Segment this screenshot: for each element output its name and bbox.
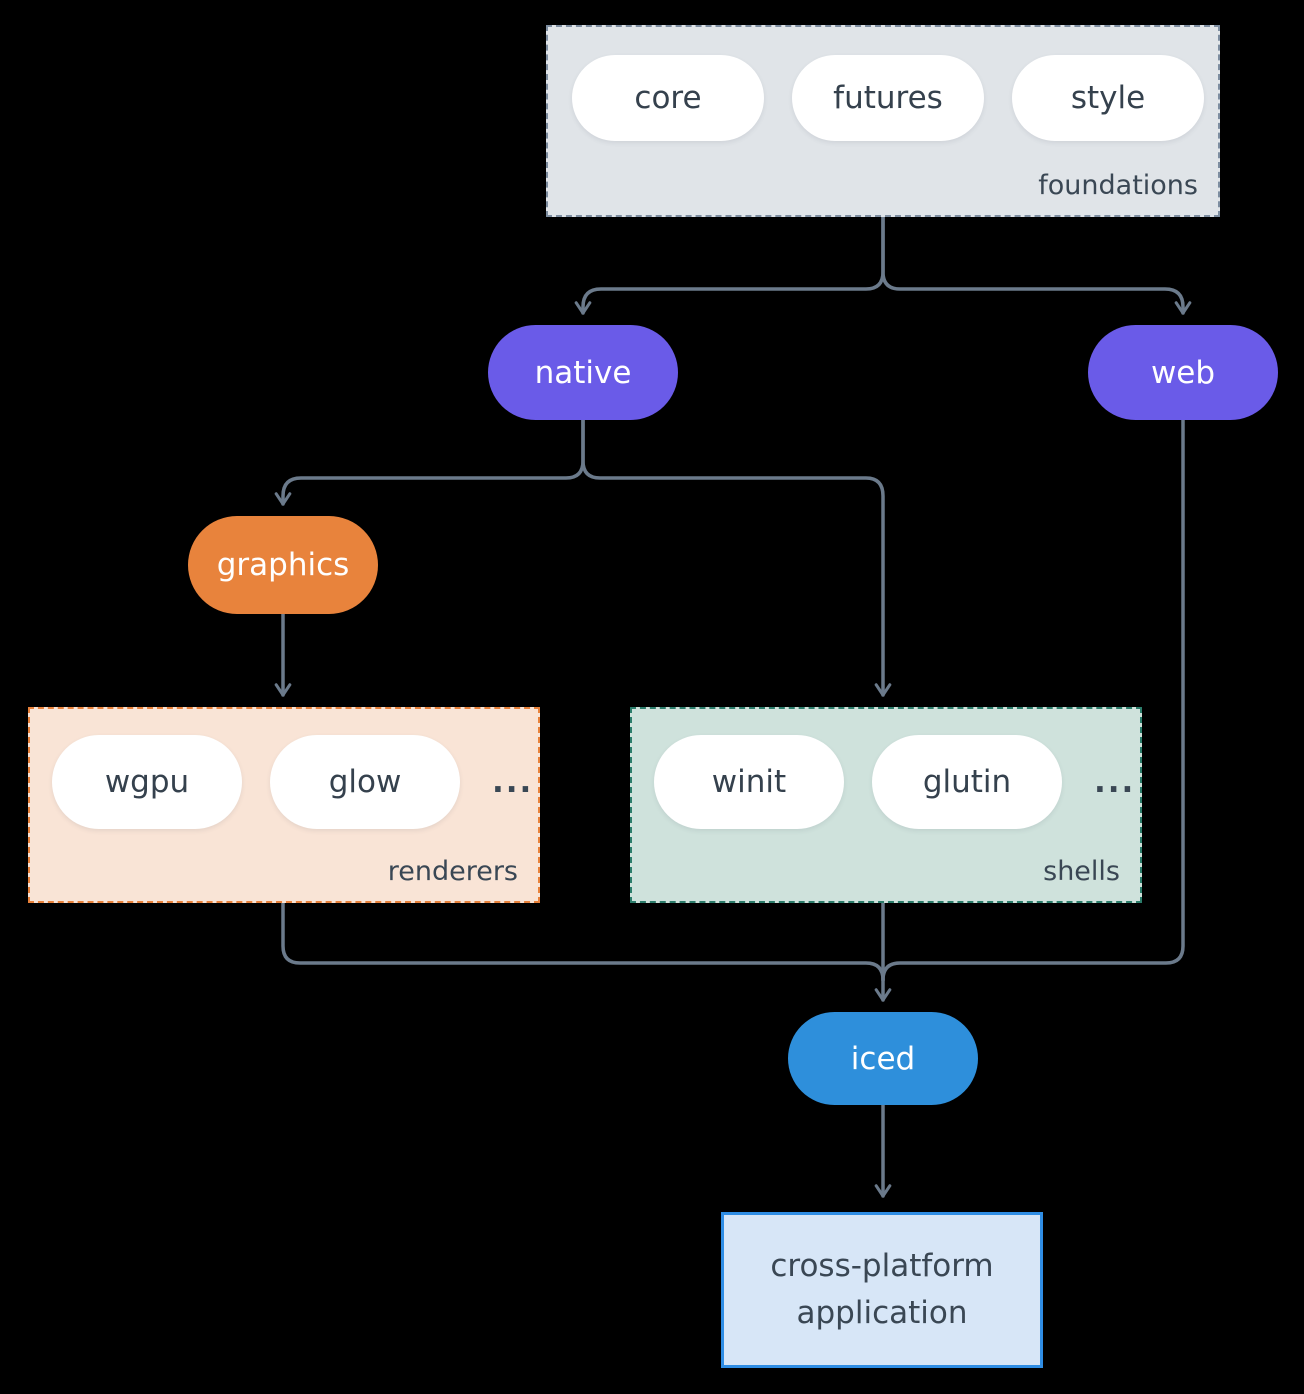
pill-glutin: glutin <box>872 735 1062 829</box>
pill-wgpu: wgpu <box>52 735 242 829</box>
group-shells: winit glutin ... shells <box>630 707 1142 903</box>
foundations-label: foundations <box>1038 170 1198 201</box>
pill-futures: futures <box>792 55 984 141</box>
pill-style: style <box>1012 55 1204 141</box>
group-renderers: wgpu glow ... renderers <box>28 707 540 903</box>
group-foundations: core futures style foundations <box>546 25 1220 217</box>
renderers-ellipsis: ... <box>492 764 534 800</box>
node-web: web <box>1088 325 1278 420</box>
pill-winit: winit <box>654 735 844 829</box>
renderers-label: renderers <box>387 856 518 887</box>
pill-core: core <box>572 55 764 141</box>
node-iced: iced <box>788 1012 978 1105</box>
pill-glow: glow <box>270 735 460 829</box>
renderers-pill-row: wgpu glow ... <box>30 709 538 829</box>
foundations-pill-row: core futures style <box>548 27 1218 141</box>
node-native: native <box>488 325 678 420</box>
node-cross-platform-application: cross-platform application <box>721 1212 1043 1368</box>
node-graphics: graphics <box>188 516 378 614</box>
shells-pill-row: winit glutin ... <box>632 709 1140 829</box>
shells-label: shells <box>1043 856 1120 887</box>
shells-ellipsis: ... <box>1094 764 1136 800</box>
